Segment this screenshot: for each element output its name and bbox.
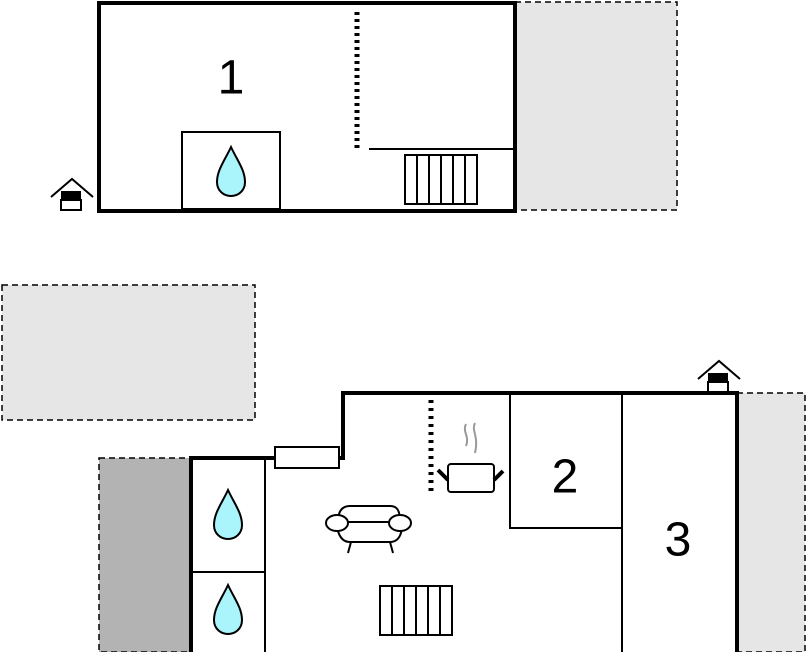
bottom-floor-outline: [189, 391, 739, 652]
outdoor-area-top: [514, 1, 678, 211]
radiator-icon: [379, 585, 453, 636]
room-label-1: 1: [218, 52, 245, 105]
window-icon: [274, 446, 340, 469]
room-label-2: 2: [552, 451, 579, 504]
room-2-walls: [509, 393, 622, 529]
radiator-icon: [404, 154, 478, 205]
outdoor-area-left: [1, 284, 256, 421]
cooking-pot-icon: [436, 422, 505, 493]
outdoor-area-right: [736, 392, 806, 652]
water-drop-icon: [213, 584, 243, 635]
house-entrance-icon: [50, 178, 94, 211]
outdoor-area-dark: [98, 457, 192, 652]
room-label-3: 3: [665, 514, 692, 567]
house-entrance-icon: [697, 360, 741, 393]
sofa-icon: [325, 505, 412, 554]
water-drop-icon: [213, 489, 243, 540]
